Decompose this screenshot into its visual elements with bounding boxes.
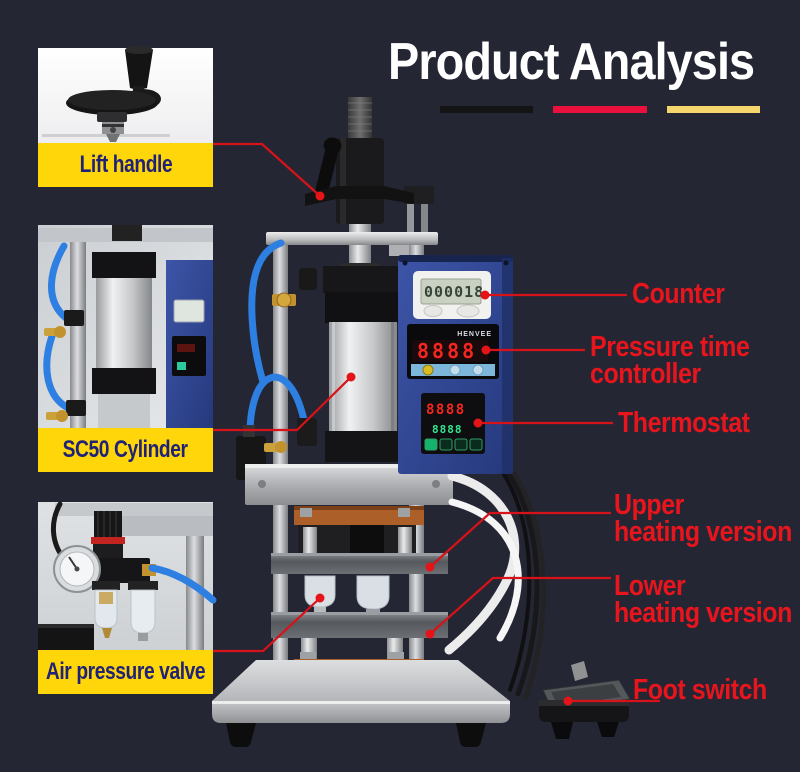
- callout-pressure-time-controller: Pressure time controller: [590, 331, 750, 390]
- callout-connectors: [213, 142, 660, 703]
- controller-brand: HENVEE: [457, 331, 492, 338]
- label-lift-handle-text: Lift handle: [79, 151, 172, 178]
- callout-foot-switch: Foot switch: [633, 674, 767, 706]
- machine-base: [212, 660, 510, 747]
- upper-heating-plate: [271, 506, 448, 574]
- lift-handle-assembly: [305, 137, 414, 224]
- callout-ptc-line1: Pressure time: [590, 331, 750, 363]
- sc50-cylinder: [323, 266, 401, 462]
- label-air-pressure-valve-text: Air pressure valve: [45, 658, 206, 685]
- threaded-rod: [348, 97, 372, 141]
- thermostat-device: 8888 8888: [421, 393, 485, 454]
- heater-cables: [444, 469, 546, 700]
- page-title: Product Analysis: [388, 33, 755, 91]
- label-air-pressure-valve: Air pressure valve: [38, 650, 213, 694]
- pressure-time-controller-device: HENVEE 8888: [407, 324, 499, 379]
- solenoid-valve: [236, 425, 287, 480]
- thermostat-display-top: 8888: [426, 402, 466, 418]
- callout-counter: Counter: [632, 278, 725, 310]
- callout-lower-heating: Lower heating version: [614, 570, 792, 629]
- thermostat-display-bottom: 8888: [432, 423, 463, 436]
- accent-bar-black: [440, 106, 533, 113]
- callout-dots: [315, 191, 573, 706]
- air-pressure-valve-photo: [38, 501, 217, 650]
- sc50-cylinder-photo: [38, 225, 213, 429]
- ptc-display: 8888: [417, 339, 477, 363]
- label-sc50-cylinder: SC50 Cylinder: [38, 428, 213, 472]
- callout-upper-line2: heating version: [614, 516, 792, 548]
- lift-handle-photo: [38, 46, 213, 144]
- label-sc50-cylinder-text: SC50 Cylinder: [62, 436, 188, 463]
- callout-lower-line2: heating version: [614, 597, 792, 629]
- callout-thermostat: Thermostat: [618, 407, 750, 439]
- callout-ptc-line2: controller: [590, 358, 701, 390]
- counter-display: 000018: [424, 283, 484, 301]
- callout-lower-line1: Lower: [614, 570, 686, 602]
- callout-upper-line1: Upper: [614, 489, 684, 521]
- control-box: 000018 HENVEE 8888: [398, 255, 513, 474]
- accent-bar-yellow: [667, 106, 760, 113]
- callout-upper-heating: Upper heating version: [614, 489, 792, 548]
- label-lift-handle: Lift handle: [38, 143, 213, 187]
- heat-press-machine: 000018 HENVEE 8888: [212, 97, 546, 747]
- accent-bar-crimson: [553, 106, 647, 113]
- counter-device: 000018: [413, 271, 491, 319]
